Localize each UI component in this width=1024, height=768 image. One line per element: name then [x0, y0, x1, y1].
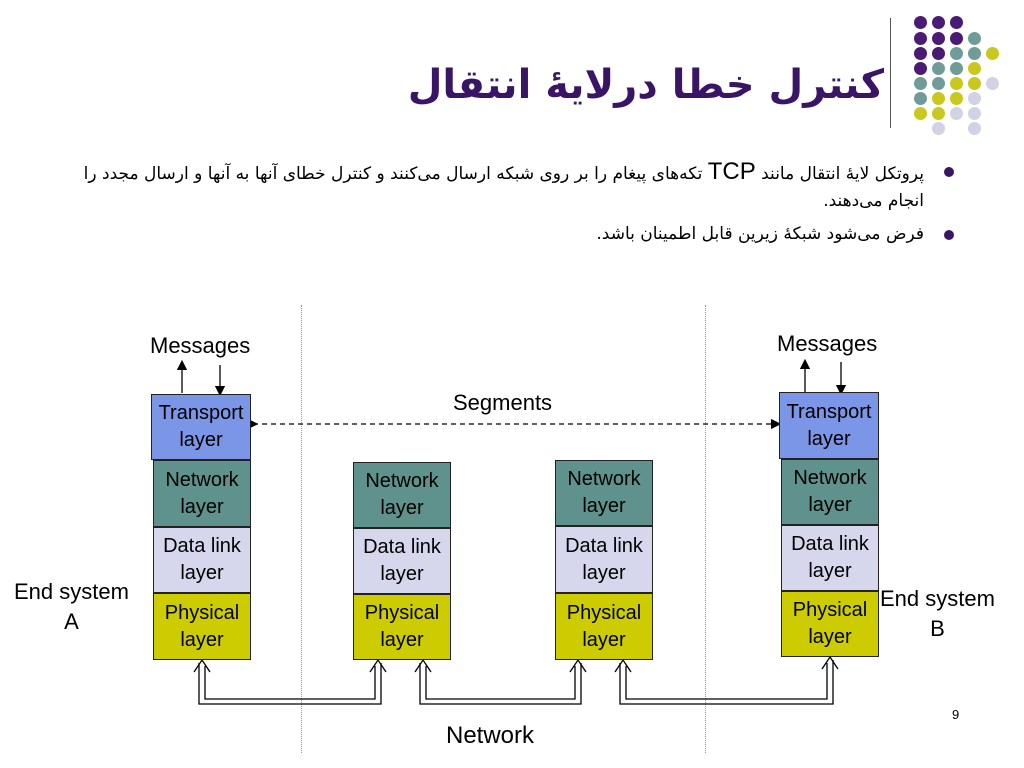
slide-title: کنترل خطا درلایهٔ انتقال — [407, 62, 884, 108]
separator-line — [705, 305, 706, 753]
dot-icon — [950, 16, 963, 29]
dot-icon — [932, 92, 945, 105]
end-system-b-label: End system B — [880, 586, 995, 641]
bullet-list: پروتکل لایهٔ انتقال مانند TCP تکه‌های پی… — [64, 158, 954, 254]
dot-icon — [986, 47, 999, 60]
link-r1-r2 — [419, 663, 582, 705]
dot-icon — [986, 77, 999, 90]
dot-icon — [968, 92, 981, 105]
dot-icon — [968, 47, 981, 60]
link-r2-b — [619, 660, 834, 705]
dot-icon — [968, 32, 981, 45]
messages-label-right: Messages — [777, 331, 878, 356]
dot-icon — [950, 62, 963, 75]
network-label: Network — [446, 722, 535, 749]
dot-icon — [950, 77, 963, 90]
bullet-item: پروتکل لایهٔ انتقال مانند TCP تکه‌های پی… — [64, 158, 954, 215]
dot-icon — [968, 122, 981, 135]
bullet-tcp-term: TCP — [707, 158, 756, 185]
dot-icon — [932, 16, 945, 29]
dot-icon — [914, 47, 927, 60]
dot-icon — [968, 77, 981, 90]
dot-icon — [932, 47, 945, 60]
dot-icon — [932, 62, 945, 75]
dot-icon — [914, 77, 927, 90]
end-system-a-label: End system A — [14, 579, 129, 634]
dot-icon — [914, 62, 927, 75]
dot-icon — [932, 107, 945, 120]
title-divider — [890, 18, 891, 128]
separator-line — [301, 305, 302, 753]
dot-icon — [914, 107, 927, 120]
bullet-item: فرض می‌شود شبکهٔ زیرین قابل اطمینان باشد… — [64, 221, 954, 248]
dot-icon — [968, 107, 981, 120]
dot-icon — [950, 47, 963, 60]
dot-icon — [950, 92, 963, 105]
dot-icon — [932, 77, 945, 90]
bullet-text-before: پروتکل لایهٔ انتقال مانند — [755, 164, 924, 184]
bullet-icon — [944, 167, 954, 177]
dot-icon — [914, 92, 927, 105]
dot-icon — [932, 32, 945, 45]
segments-label: Segments — [453, 390, 553, 415]
bullet-text-after: تکه‌های پیغام را بر روی شبکه ارسال می‌کن… — [83, 164, 924, 211]
messages-label-left: Messages — [150, 333, 251, 358]
dot-icon — [950, 107, 963, 120]
dot-icon — [914, 32, 927, 45]
bullet-icon — [944, 230, 954, 240]
dot-icon — [914, 16, 927, 29]
bullet-text: فرض می‌شود شبکهٔ زیرین قابل اطمینان باشد… — [596, 224, 924, 244]
dot-icon — [968, 62, 981, 75]
dot-icon — [950, 32, 963, 45]
link-a-r1 — [198, 663, 382, 705]
dot-icon — [932, 122, 945, 135]
page-number: 9 — [952, 707, 960, 722]
